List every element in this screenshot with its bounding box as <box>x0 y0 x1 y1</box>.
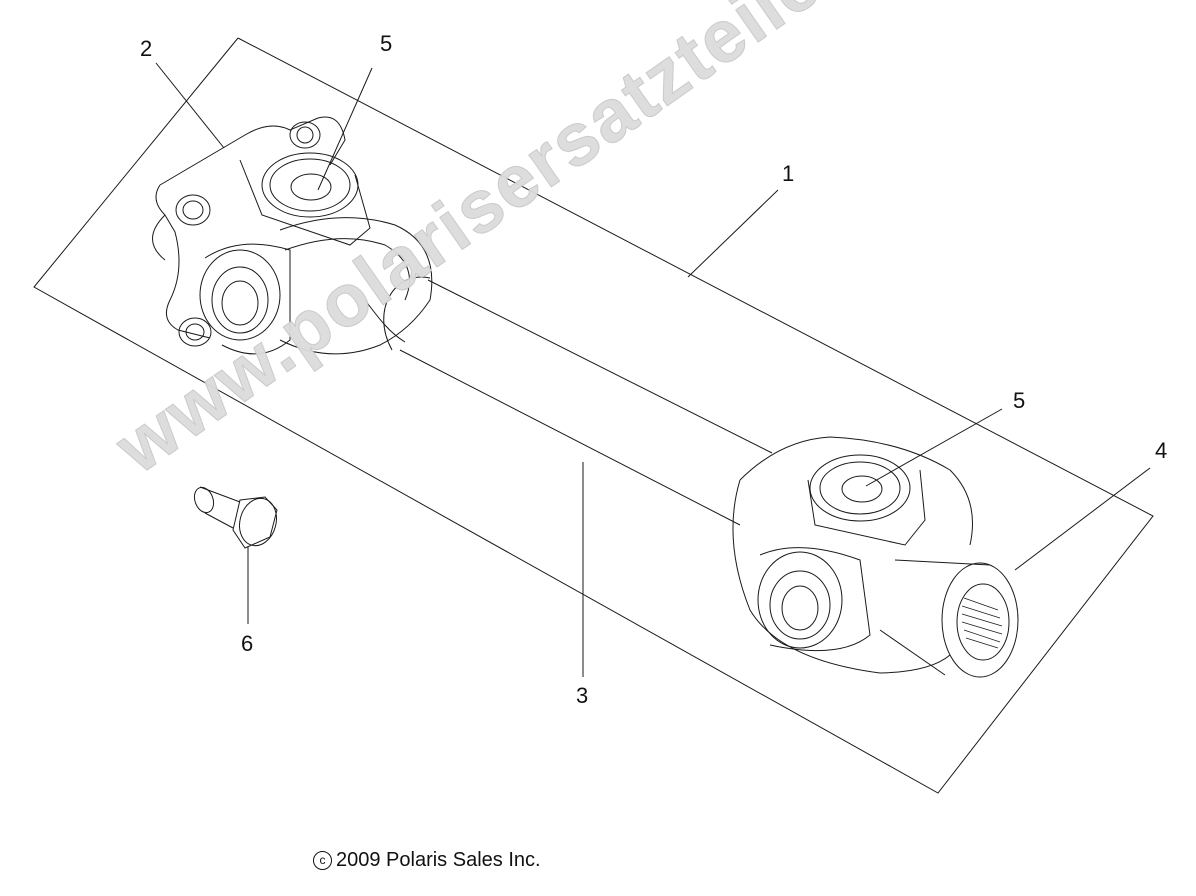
callout-5-upper: 5 <box>380 31 393 56</box>
callout-5-lower: 5 <box>1013 388 1026 413</box>
copyright-text: 2009 Polaris Sales Inc. <box>336 849 541 871</box>
callout-3: 3 <box>576 683 589 708</box>
leader-lines <box>155 62 1151 677</box>
callout-2: 2 <box>140 36 153 61</box>
callout-1: 1 <box>782 161 795 186</box>
callout-4: 4 <box>1155 438 1168 463</box>
copyright-icon: c <box>313 851 332 870</box>
callout-6: 6 <box>241 631 254 656</box>
slip-yoke <box>732 436 1019 678</box>
assembly-outline <box>33 37 1154 794</box>
flange-yoke <box>152 116 433 355</box>
shaft-tube <box>364 276 773 526</box>
hex-bolt <box>193 486 278 549</box>
